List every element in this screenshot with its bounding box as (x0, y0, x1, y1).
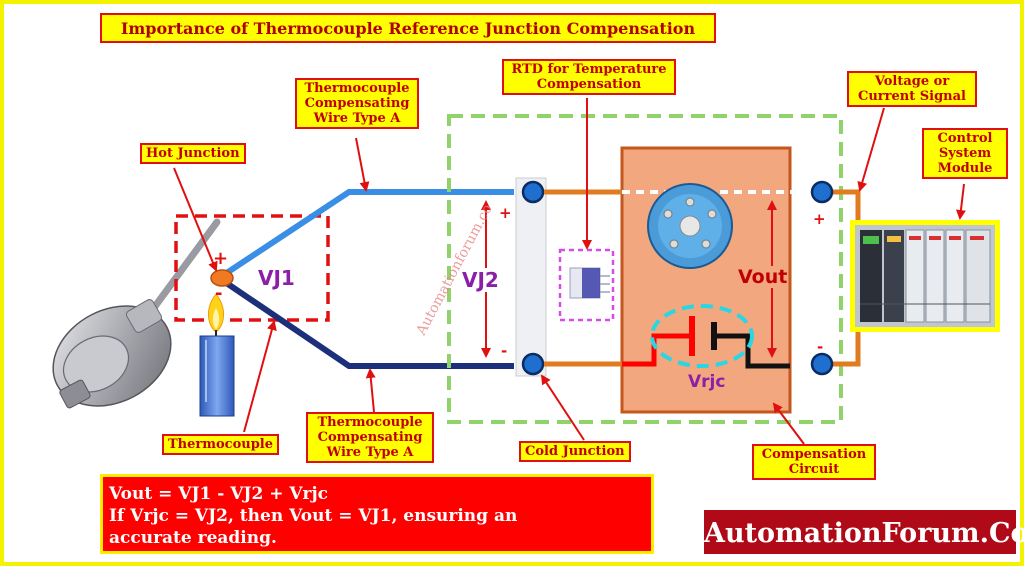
label-voltage-signal: Voltage or Current Signal (847, 71, 977, 107)
symbol-vout: Vout (738, 266, 788, 288)
positive-wire (220, 189, 514, 279)
rtd-sensor-icon (569, 267, 610, 299)
arrow-thermocouple (243, 320, 277, 433)
formula-line-2: If Vrjc = VJ2, then Vout = VJ1, ensuring… (109, 506, 518, 526)
arrow-cold-junction (540, 374, 585, 441)
arrow-voltage-signal (857, 107, 885, 192)
formula-line-3: accurate reading. (109, 528, 277, 548)
label-compensation-circuit-line-1: Compensation (761, 447, 867, 462)
label-control-module: Control System Module (922, 128, 1008, 179)
label-compensation-circuit: Compensation Circuit (752, 444, 876, 480)
label-cold-junction: Cold Junction (519, 441, 631, 462)
label-wire-top-line-3: Wire Type A (313, 111, 401, 126)
hot-junction-plus: + (213, 248, 229, 269)
arrow-wire-bottom (365, 368, 376, 413)
symbol-vj2: VJ2 (462, 268, 499, 292)
label-control-module-line-2: System (938, 146, 992, 161)
diagram-title: Importance of Thermocouple Reference Jun… (100, 13, 716, 43)
vj2-plus: + (499, 204, 512, 222)
vj2-minus: - (501, 342, 508, 360)
label-wire-bottom: Thermocouple Compensating Wire Type A (306, 412, 434, 463)
label-wire-top: Thermocouple Compensating Wire Type A (295, 78, 419, 129)
label-hot-junction: Hot Junction (140, 143, 246, 164)
output-terminal-negative-icon (810, 352, 834, 376)
plc-rack-icon (850, 220, 1000, 332)
output-minus: - (817, 338, 824, 356)
hot-junction-bead (210, 269, 234, 287)
arrow-control-module (955, 183, 966, 220)
hot-junction-minus: - (215, 283, 223, 304)
label-wire-top-line-2: Compensating (304, 96, 410, 111)
symbol-vj1: VJ1 (258, 266, 295, 290)
arrow-compensation-circuit (772, 402, 805, 445)
arrow-hot-junction (173, 167, 218, 272)
brand-logo: AutomationForum.Co (702, 508, 1024, 556)
diagram-graphics: Automationforum.co (52, 98, 1000, 445)
vrjc-black-lead (714, 333, 790, 369)
label-voltage-signal-line-2: Current Signal (858, 89, 966, 104)
negative-wire (220, 277, 514, 369)
thermocouple-head-icon (52, 218, 221, 409)
label-wire-bottom-line-3: Wire Type A (326, 445, 414, 460)
vrjc-red-lead (622, 333, 692, 367)
formula-line-1: Vout = VJ1 - VJ2 + Vrjc (109, 484, 329, 504)
terminal-negative-icon (521, 352, 545, 376)
hot-junction-box (174, 214, 330, 322)
label-rtd-line-2: Compensation (536, 77, 642, 92)
output-plus: + (813, 210, 826, 228)
label-wire-bottom-line-2: Compensating (317, 430, 423, 445)
label-control-module-line-1: Control (937, 131, 993, 146)
label-thermocouple: Thermocouple (162, 434, 280, 455)
terminal-block (515, 177, 547, 377)
transmitter-module-icon (647, 183, 733, 269)
label-rtd: RTD for Temperature Compensation (502, 59, 676, 95)
label-compensation-circuit-line-2: Circuit (788, 462, 840, 477)
label-wire-top-line-1: Thermocouple (304, 81, 410, 96)
candle-icon (199, 293, 235, 417)
label-control-module-line-3: Module (937, 161, 993, 176)
arrow-wire-top (355, 137, 370, 192)
label-wire-bottom-line-1: Thermocouple (317, 415, 423, 430)
label-rtd-line-1: RTD for Temperature (511, 62, 667, 77)
output-terminal-positive-icon (810, 180, 834, 204)
cold-junction-enclosure (447, 114, 843, 424)
formula-box: Vout = VJ1 - VJ2 + Vrjc If Vrjc = VJ2, t… (100, 474, 654, 554)
vrjc-highlight (650, 304, 754, 368)
label-voltage-signal-line-1: Voltage or (874, 74, 950, 89)
symbol-vrjc: Vrjc (688, 372, 726, 392)
rtd-dashed-box (558, 248, 615, 322)
terminal-positive-icon (521, 180, 545, 204)
